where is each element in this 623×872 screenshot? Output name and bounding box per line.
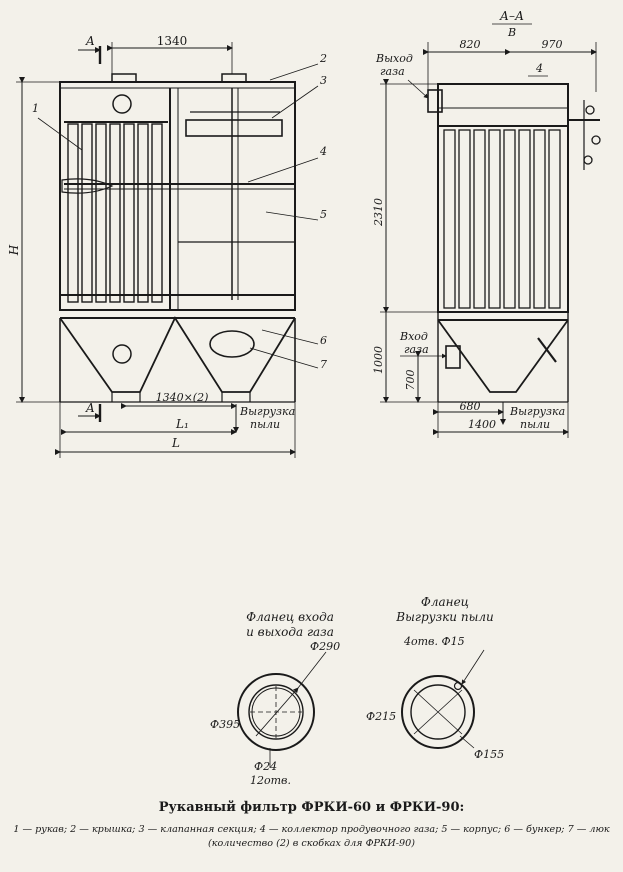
- dim-700: 700: [404, 370, 417, 391]
- side-dust-outlet-1: Выгрузка: [509, 405, 565, 418]
- flange-gas: Фланец входа и выхода газа Ф290 Ф395 Ф24…: [210, 610, 340, 787]
- dim-1400: 1400: [468, 418, 496, 431]
- figure-legend: 1 — рукав; 2 — крышка; 3 — клапанная сек…: [13, 824, 610, 849]
- front-dust-outlet-2: пыли: [250, 418, 280, 431]
- gas-outlet-1: Выход: [375, 52, 413, 65]
- callouts-front: 1 2 3 4 5 6 7: [32, 52, 327, 371]
- dim-l: L: [171, 436, 180, 450]
- flange-dust: Фланец Выгрузки пыли 4отв. Ф15 Ф215 Ф155: [366, 595, 504, 761]
- callout-2: 2: [319, 52, 327, 65]
- front-view: 1340 A A H 1340×(2) L₁ L Выгрузка пыли 1: [7, 34, 327, 458]
- gas-inlet-2: газа: [404, 343, 429, 356]
- side-filter-bags: [443, 129, 561, 309]
- section-mark-a-top: A: [85, 34, 95, 48]
- front-dust-outlet-1: Выгрузка: [239, 405, 295, 418]
- dim-970: 970: [542, 38, 563, 51]
- dim-h: H: [7, 244, 21, 256]
- dim-820: 820: [460, 38, 481, 51]
- flange-gas-title-2: и выхода газа: [246, 625, 334, 639]
- dim-1340-front: 1340: [157, 34, 188, 48]
- flange-gas-d-outer: Ф290: [310, 640, 340, 653]
- side-callout-4: 4: [535, 62, 543, 75]
- flange-dust-holes: 4отв. Ф15: [403, 635, 465, 648]
- flange-dust-d-inner: Ф155: [474, 748, 504, 761]
- callout-7: 7: [320, 358, 327, 371]
- dim-1000: 1000: [372, 346, 385, 374]
- section-mark-a-bottom: A: [85, 401, 95, 415]
- side-view: А–А В 820 970 4 Выход газа: [372, 9, 601, 438]
- callout-6: 6: [320, 334, 327, 347]
- callout-4: 4: [319, 145, 327, 158]
- gas-inlet-1: Вход: [399, 330, 428, 343]
- callout-3: 3: [320, 74, 327, 87]
- flange-gas-title-1: Фланец входа: [246, 610, 334, 624]
- flange-dust-title-2: Выгрузки пыли: [395, 610, 493, 624]
- dim-l1: L₁: [175, 417, 189, 431]
- dim-section-pitch: 1340×(2): [156, 391, 209, 404]
- hopper: [59, 316, 296, 403]
- section-sub: В: [507, 26, 516, 39]
- filter-bags: [67, 123, 163, 303]
- section-title: А–А: [499, 9, 524, 23]
- dim-2310: 2310: [372, 198, 385, 227]
- gas-outlet-2: газа: [380, 65, 405, 78]
- dim-680: 680: [460, 400, 481, 413]
- flange-dust-d-bolt: Ф215: [366, 710, 396, 723]
- callout-1: 1: [32, 102, 39, 115]
- flange-gas-d-holes: Ф24: [254, 760, 277, 773]
- figure-title: Рукавный фильтр ФРКИ-60 и ФРКИ-90:: [158, 800, 465, 815]
- flange-dust-title-1: Фланец: [421, 595, 469, 609]
- flange-gas-d-bolt: Ф395: [210, 718, 240, 731]
- flange-gas-holes-count: 12отв.: [250, 774, 291, 787]
- callout-5: 5: [320, 208, 327, 221]
- side-dust-outlet-2: пыли: [520, 418, 550, 431]
